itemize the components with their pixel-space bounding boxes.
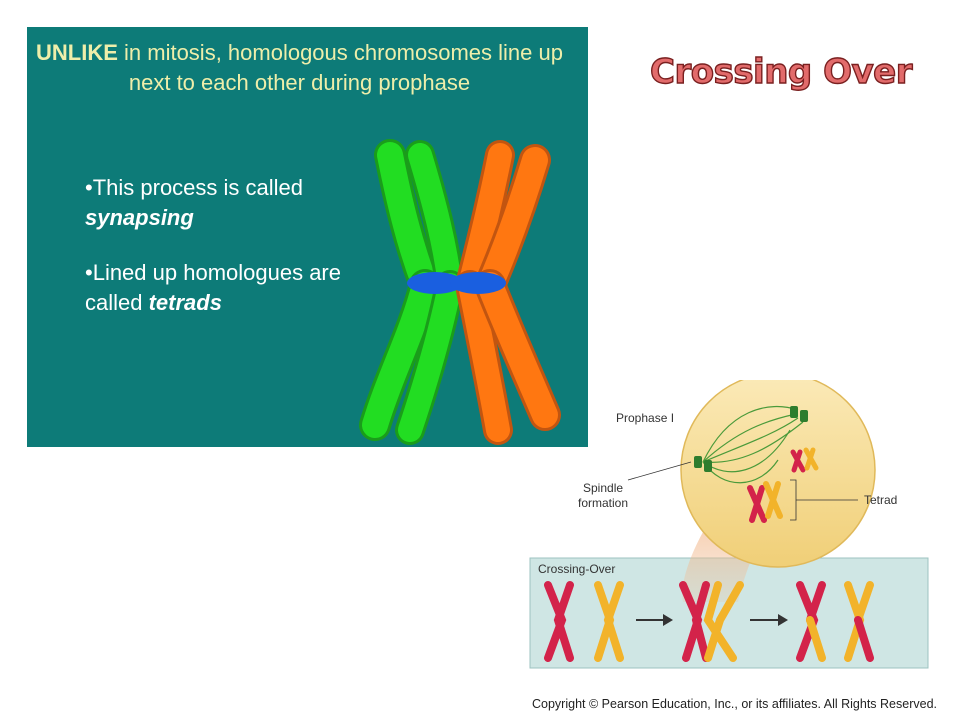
bullet-text: •This process is called — [85, 175, 303, 200]
spindle-label-line2: formation — [578, 496, 628, 510]
crossing-over-label: Crossing-Over — [538, 562, 615, 576]
crossing-over-diagram: Prophase I Spindle formation Tetrad Cros… — [528, 380, 960, 680]
orange-centromere — [450, 272, 506, 294]
bullet-tetrads: •Lined up homologues are called tetrads — [85, 258, 345, 318]
heading-bold: UNLIKE — [36, 40, 118, 65]
slide-heading: UNLIKE in mitosis, homologous chromosome… — [27, 38, 572, 98]
heading-rest: in mitosis, homologous chromosomes line … — [118, 40, 563, 95]
spindle-label-line1: Spindle — [583, 481, 623, 495]
prophase-label: Prophase I — [616, 411, 674, 425]
tetrad-label: Tetrad — [864, 493, 897, 507]
bullet-emphasis: synapsing — [85, 205, 194, 230]
copyright-notice: Copyright © Pearson Education, Inc., or … — [532, 697, 937, 711]
slide-title: Crossing Over — [650, 52, 912, 92]
bullet-synapsing: •This process is called synapsing — [85, 173, 345, 233]
cell — [681, 380, 875, 567]
bullet-emphasis: tetrads — [149, 290, 222, 315]
